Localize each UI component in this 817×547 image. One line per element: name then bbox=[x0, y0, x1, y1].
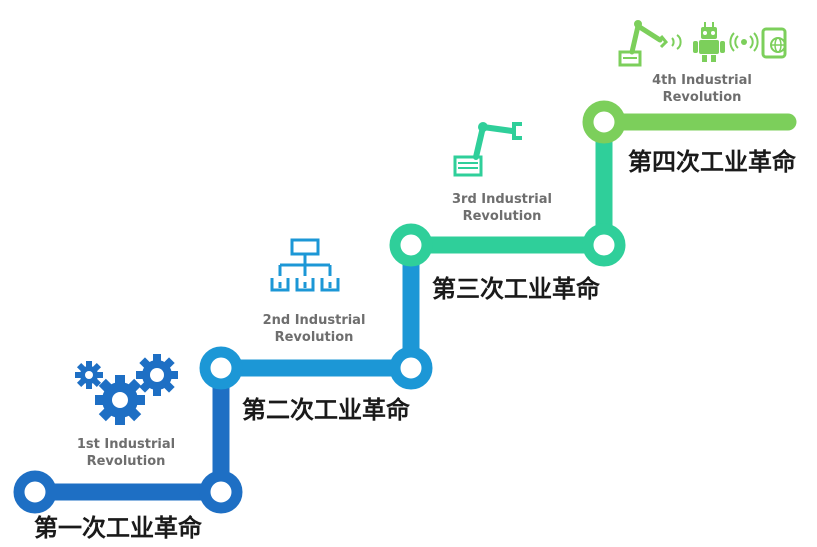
step-3-end-node bbox=[582, 223, 626, 267]
step-3-path bbox=[389, 113, 626, 267]
step-4-chinese-label: 第四次工业革命 bbox=[628, 148, 796, 176]
step-3-chinese-label: 第三次工业革命 bbox=[432, 275, 600, 303]
step-1-start-node bbox=[13, 470, 57, 514]
step-3-english-line-1: 3rd Industrial bbox=[452, 192, 552, 207]
step-2-path bbox=[199, 236, 433, 390]
step-1-english-label: 1st Industrial Revolution bbox=[46, 436, 206, 470]
iot-robot-icons bbox=[618, 20, 787, 67]
gears-icon bbox=[75, 354, 178, 425]
robotic-arm-icon bbox=[453, 122, 522, 177]
step-4-english-line-1: 4th Industrial bbox=[652, 73, 752, 88]
step-2-english-line-2: Revolution bbox=[274, 330, 354, 345]
step-3-english-label: 3rd Industrial Revolution bbox=[422, 191, 582, 225]
step-3-english-line-2: Revolution bbox=[462, 209, 542, 224]
step-2-english-label: 2nd Industrial Revolution bbox=[234, 312, 394, 346]
step-1-end-node bbox=[199, 470, 243, 514]
step-3-start-node bbox=[389, 223, 433, 267]
step-1-chinese-label: 第一次工业革命 bbox=[34, 514, 202, 542]
step-4-english-label: 4th Industrial Revolution bbox=[622, 72, 782, 106]
flowchart-icon bbox=[270, 238, 340, 292]
step-2-end-node bbox=[389, 346, 433, 390]
step-4-path bbox=[582, 100, 797, 144]
step-2-english-line-1: 2nd Industrial bbox=[262, 313, 366, 328]
step-1-english-line-2: Revolution bbox=[86, 454, 166, 469]
step-1-english-line-1: 1st Industrial bbox=[76, 437, 176, 452]
step-2-chinese-label: 第二次工业革命 bbox=[242, 396, 410, 424]
step-1-path bbox=[13, 359, 243, 514]
step-4-english-line-2: Revolution bbox=[662, 90, 742, 105]
step-4-start-node bbox=[582, 100, 626, 144]
step-2-start-node bbox=[199, 346, 243, 390]
